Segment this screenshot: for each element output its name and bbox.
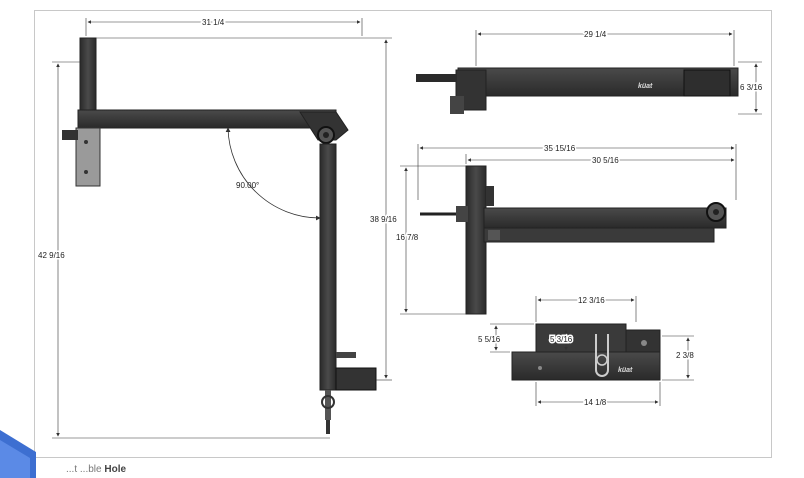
front-view: 90.00° 31 1/4 42 9/16 38 9/16 [37,17,399,439]
dim-detail-top-label: 12 3/16 [578,296,605,305]
top-view: küat 29 1/4 6 3/16 [416,29,764,115]
top-view-brand-logo: küat [638,83,653,90]
side-view: 35 15/16 30 5/16 16 7/8 [395,143,737,315]
dim-detail-right-label: 2 3/8 [676,351,694,360]
angle-arc [225,127,321,221]
side-view-arm [483,207,727,229]
top-view-handle-icon [416,74,456,82]
dim-front-height-total-label: 42 9/16 [38,251,65,260]
detail-view: küat 12 3/16 5 5/16 5 3/16 2 3/8 14 1/8 [477,295,696,409]
detail-brand-logo: küat [618,367,633,374]
dim-side-height-label: 16 7/8 [396,233,419,242]
detail-housing [535,323,627,353]
dim-detail-bottom-label: 14 1/8 [584,398,607,407]
corner-ribbon-icon [0,430,36,478]
caption-prefix: ...t ...ble [66,464,102,475]
front-vertical-mast [319,143,337,391]
side-view-post [465,165,487,315]
caption-bold: Hole [104,464,127,475]
front-knob-icon [62,130,78,140]
dim-side-overall-label: 35 15/16 [544,144,576,153]
dim-detail-left-label: 5 5/16 [478,335,501,344]
front-horizontal-beam [77,109,337,129]
front-bracket-plate [75,127,101,187]
caption: ...t ...ble Hole [66,464,126,475]
top-view-mount [455,69,487,111]
dim-side-inner-label: 30 5/16 [592,156,619,165]
front-receiver [335,367,377,391]
front-pin-icon [325,390,331,420]
dim-top-length-label: 29 1/4 [584,30,607,39]
angle-label: 90.00° [236,181,259,190]
dim-top-height-label: 6 3/16 [740,83,763,92]
dim-front-height-upper-label: 38 9/16 [370,215,397,224]
detail-receiver [511,351,661,381]
dim-front-width-label: 31 1/4 [202,18,225,27]
detail-pin-icon [595,334,609,377]
front-clamp [336,352,356,358]
dim-detail-inner-label: 5 3/16 [550,335,573,344]
front-upper-post [79,37,97,115]
